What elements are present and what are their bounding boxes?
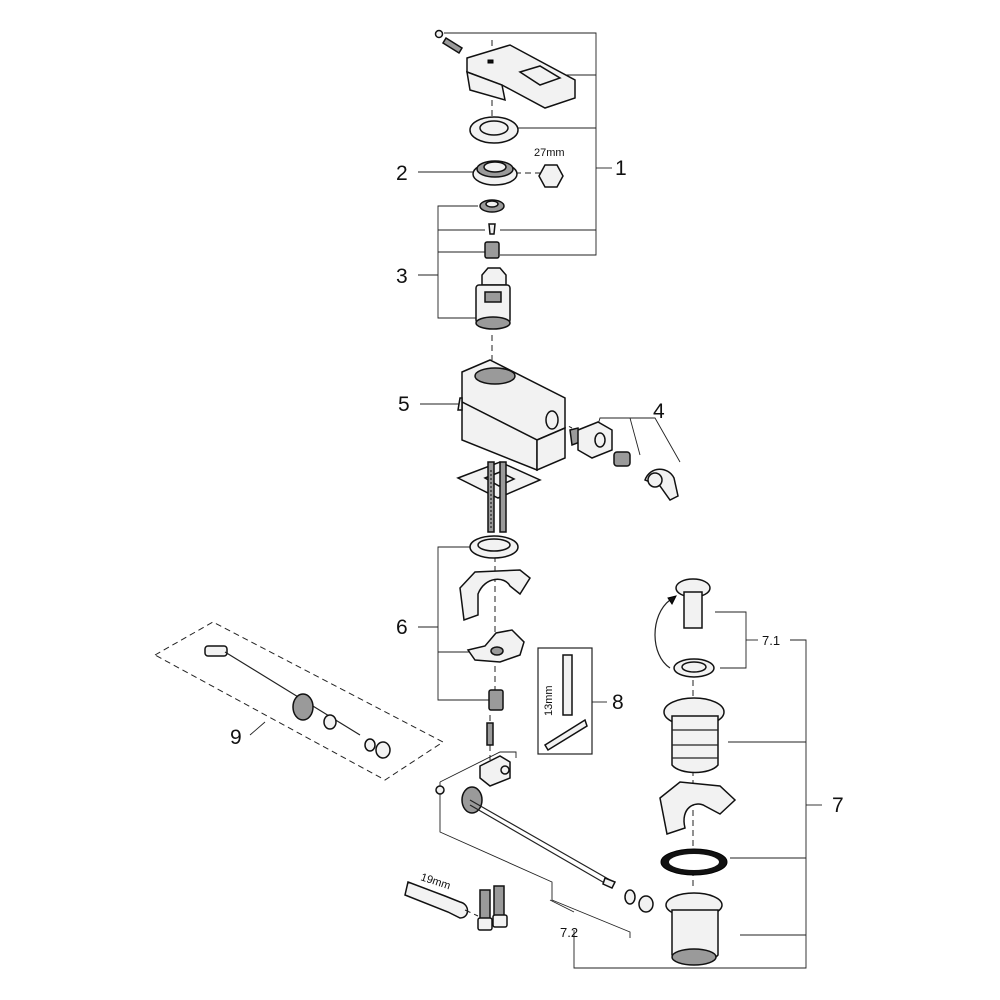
- tool-13mm: [537, 647, 593, 755]
- cap-nut: [472, 160, 564, 188]
- drain-linkage: [435, 722, 654, 913]
- lever-handle: [434, 29, 576, 144]
- callout-5: 5: [398, 393, 410, 416]
- callout-7: 7: [832, 794, 844, 817]
- cartridge-set: [475, 199, 511, 330]
- callout-2: 2: [396, 162, 408, 185]
- callout-1: 1: [615, 157, 627, 180]
- callout-3: 3: [396, 265, 408, 288]
- dimension-13mm: 13mm: [543, 685, 555, 716]
- waste-set: [654, 578, 737, 966]
- spanner-19mm-icon: [404, 880, 479, 919]
- callout-lines: [249, 32, 822, 969]
- supply-hoses: [477, 885, 508, 931]
- callout-8: 8: [612, 691, 624, 714]
- callout-7-2: 7.2: [560, 925, 578, 940]
- fixing-set: [459, 535, 531, 711]
- callout-7-1: 7.1: [762, 633, 780, 648]
- callout-9: 9: [230, 726, 242, 749]
- callout-4: 4: [653, 400, 665, 423]
- side-fittings: [569, 421, 679, 501]
- callout-6: 6: [396, 616, 408, 639]
- mixer-body: [456, 359, 566, 533]
- hex-27mm-icon: [538, 164, 564, 188]
- pop-up-rod-kit: [153, 621, 444, 781]
- callout-numbers: 1 2 3 4 5 6 7 7.1 7.2 8 9: [230, 157, 844, 940]
- dimension-27mm: 27mm: [534, 147, 565, 159]
